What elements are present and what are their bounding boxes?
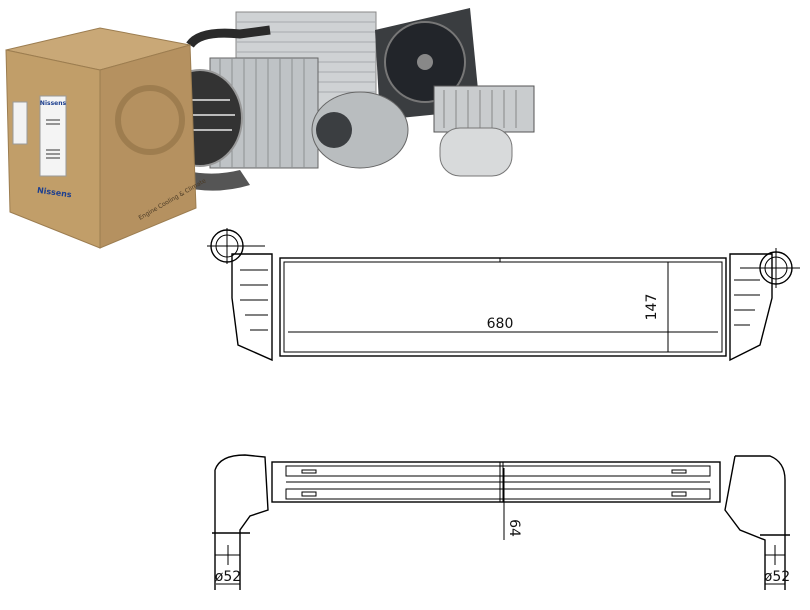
right-elbow-top — [724, 455, 786, 590]
receiver-drier-photo — [439, 127, 513, 177]
height-dimension-label: 147 — [644, 294, 660, 321]
depth-dimension-label: 64 — [506, 519, 522, 537]
top-view-drawing: ø52 ø52 64 — [212, 454, 790, 590]
nissens-box-photo: Nissens Nissens Engine Cooling & Climate — [5, 27, 208, 249]
compressor-photo — [311, 91, 409, 169]
left-elbow-top — [214, 454, 269, 590]
product-photo-collage: Nissens Nissens Engine Cooling & Climate — [5, 8, 535, 249]
front-view-drawing: 680 147 — [207, 228, 800, 362]
left-tank-front — [231, 253, 273, 362]
left-pipe-diameter-label: ø52 — [215, 569, 241, 585]
right-tank-front — [729, 253, 773, 362]
length-dimension-label: 680 — [487, 316, 514, 332]
ac-hose-photo — [186, 25, 271, 48]
box-brand-label: Nissens — [40, 100, 67, 107]
right-pipe-diameter-label: ø52 — [764, 569, 790, 585]
heater-core-photo — [433, 85, 535, 133]
intercooler-core-top — [271, 461, 721, 503]
intercooler-core-front — [279, 257, 727, 357]
